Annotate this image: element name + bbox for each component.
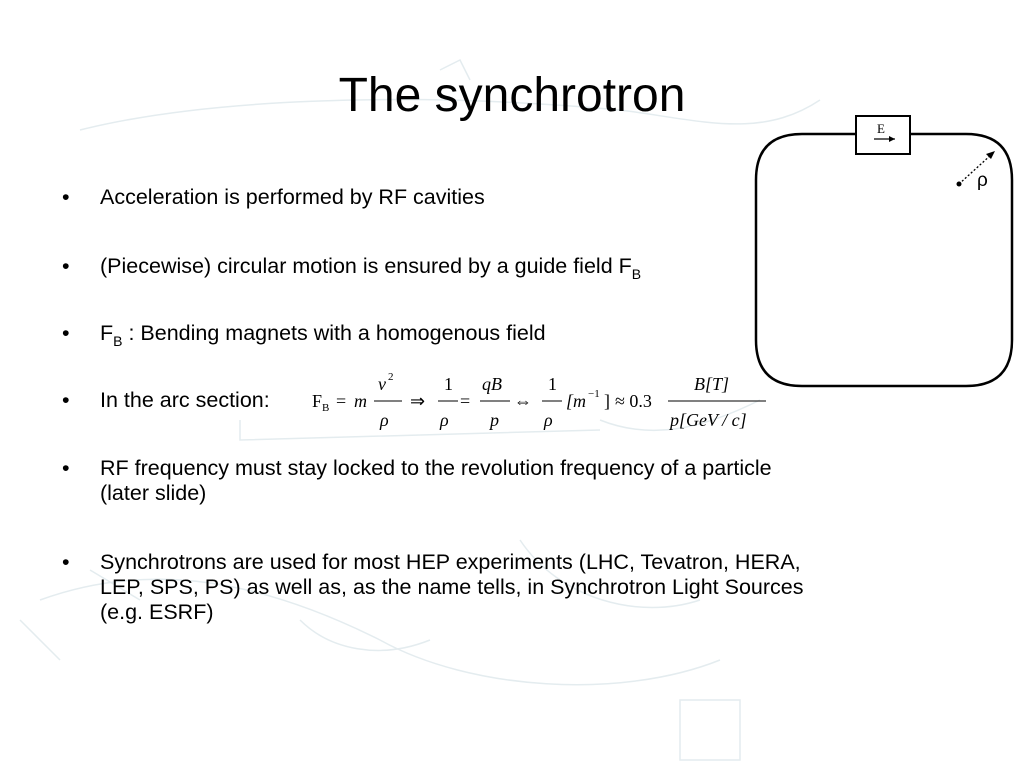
- bullet-text: Acceleration is performed by RF cavities: [100, 185, 485, 209]
- bullet-line: RF frequency must stay locked to the rev…: [100, 456, 772, 480]
- ring-path: [754, 132, 1014, 388]
- bullet-text-main: (Piecewise) circular motion is ensured b…: [100, 254, 632, 278]
- slide-title: The synchrotron: [338, 69, 686, 122]
- bending-radius-formula: F B = m v 2 ρ ⇒ 1 ρ = qB p ⇔ 1 ρ [m −1 ]…: [312, 371, 766, 430]
- formula-rho: ρ: [439, 410, 449, 430]
- bullet-text: FB : Bending magnets with a homogenous f…: [100, 321, 546, 349]
- bullet-text-prefix: F: [100, 321, 114, 345]
- subscript: B: [113, 333, 123, 349]
- bullet-text: Synchrotrons are used for most HEP exper…: [100, 550, 804, 625]
- bullet-line: (later slide): [100, 481, 207, 505]
- formula-m: m: [354, 391, 367, 411]
- formula-eq: =: [460, 391, 470, 411]
- formula-F-sub: B: [322, 402, 329, 414]
- bullet-marker: •: [62, 550, 70, 574]
- bullet-text-main: : Bending magnets with a homogenous fiel…: [122, 321, 546, 345]
- formula-rho: ρ: [543, 410, 553, 430]
- formula-iff: ⇔: [514, 391, 532, 411]
- formula-p: p: [488, 410, 499, 430]
- radius-label: ρ: [977, 170, 988, 191]
- formula-v: v: [378, 374, 386, 394]
- formula-approx: ≈ 0.3: [615, 391, 652, 411]
- formula-eq: =: [336, 391, 346, 411]
- formula-qB: qB: [482, 374, 502, 394]
- formula-one: 1: [444, 374, 453, 394]
- radius-arrow-head: [986, 151, 995, 159]
- formula-unit-exp: −1: [588, 388, 600, 400]
- bullet-text: (Piecewise) circular motion is ensured b…: [100, 254, 642, 282]
- formula-v-exp: 2: [388, 371, 394, 383]
- formula-rho: ρ: [379, 410, 389, 430]
- radius-arrow: [958, 153, 993, 185]
- bullet-marker: •: [62, 254, 70, 278]
- bullet-text: In the arc section:: [100, 388, 270, 412]
- cavity-label: E: [877, 121, 885, 136]
- formula-pGeV: p[GeV / c]: [668, 410, 747, 430]
- field-arrow-head: [889, 136, 895, 142]
- formula-implies: ⇒: [410, 391, 425, 411]
- bullet-marker: •: [62, 185, 70, 209]
- bullet-line: LEP, SPS, PS) as well as, as the name te…: [100, 575, 804, 599]
- bullet-marker: •: [62, 456, 70, 480]
- formula-BT: B[T]: [694, 374, 729, 394]
- bullet-text: RF frequency must stay locked to the rev…: [100, 456, 772, 506]
- bullet-line: Synchrotrons are used for most HEP exper…: [100, 550, 801, 574]
- bullet-marker: •: [62, 321, 70, 345]
- formula-one: 1: [548, 374, 557, 394]
- synchrotron-ring-diagram: E ρ: [754, 115, 1014, 388]
- rf-cavity-box: [855, 115, 911, 155]
- formula-F: F: [312, 391, 322, 411]
- subscript: B: [631, 266, 642, 282]
- formula-unit-close: ]: [604, 391, 610, 411]
- formula-unit: [m: [566, 391, 586, 411]
- bullet-marker: •: [62, 388, 70, 412]
- bullet-line: (e.g. ESRF): [100, 600, 214, 624]
